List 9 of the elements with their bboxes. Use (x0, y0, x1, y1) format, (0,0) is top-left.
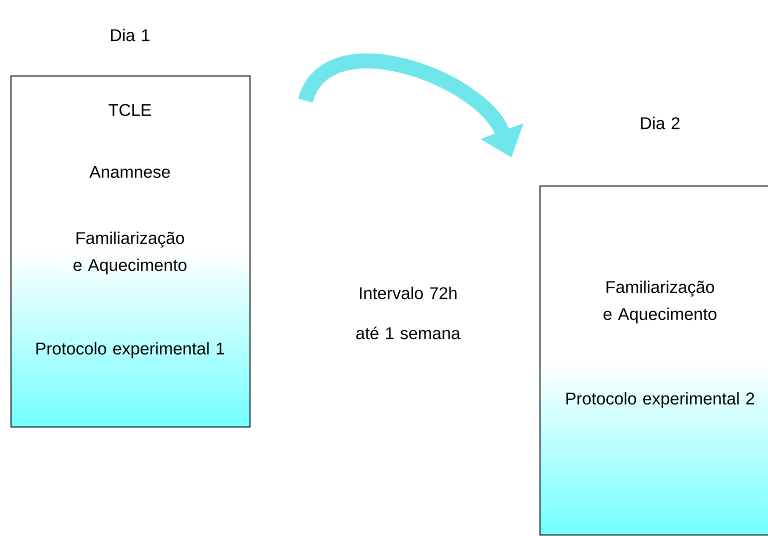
box-text: TCLE (108, 104, 151, 116)
box-text: Anamnese (89, 166, 170, 178)
box-text: Protocolo experimental 1 (36, 342, 224, 358)
box-text: Familiarização e Aquecimento (604, 280, 716, 324)
day-heading: Dia 2 (641, 116, 680, 130)
box-text: Familiarização e Aquecimento (74, 232, 186, 274)
interval-label: Intervalo 72h até 1 semana (356, 286, 460, 340)
box-text: Protocolo experimental 2 (566, 392, 754, 408)
day-heading: Dia 1 (111, 28, 150, 42)
